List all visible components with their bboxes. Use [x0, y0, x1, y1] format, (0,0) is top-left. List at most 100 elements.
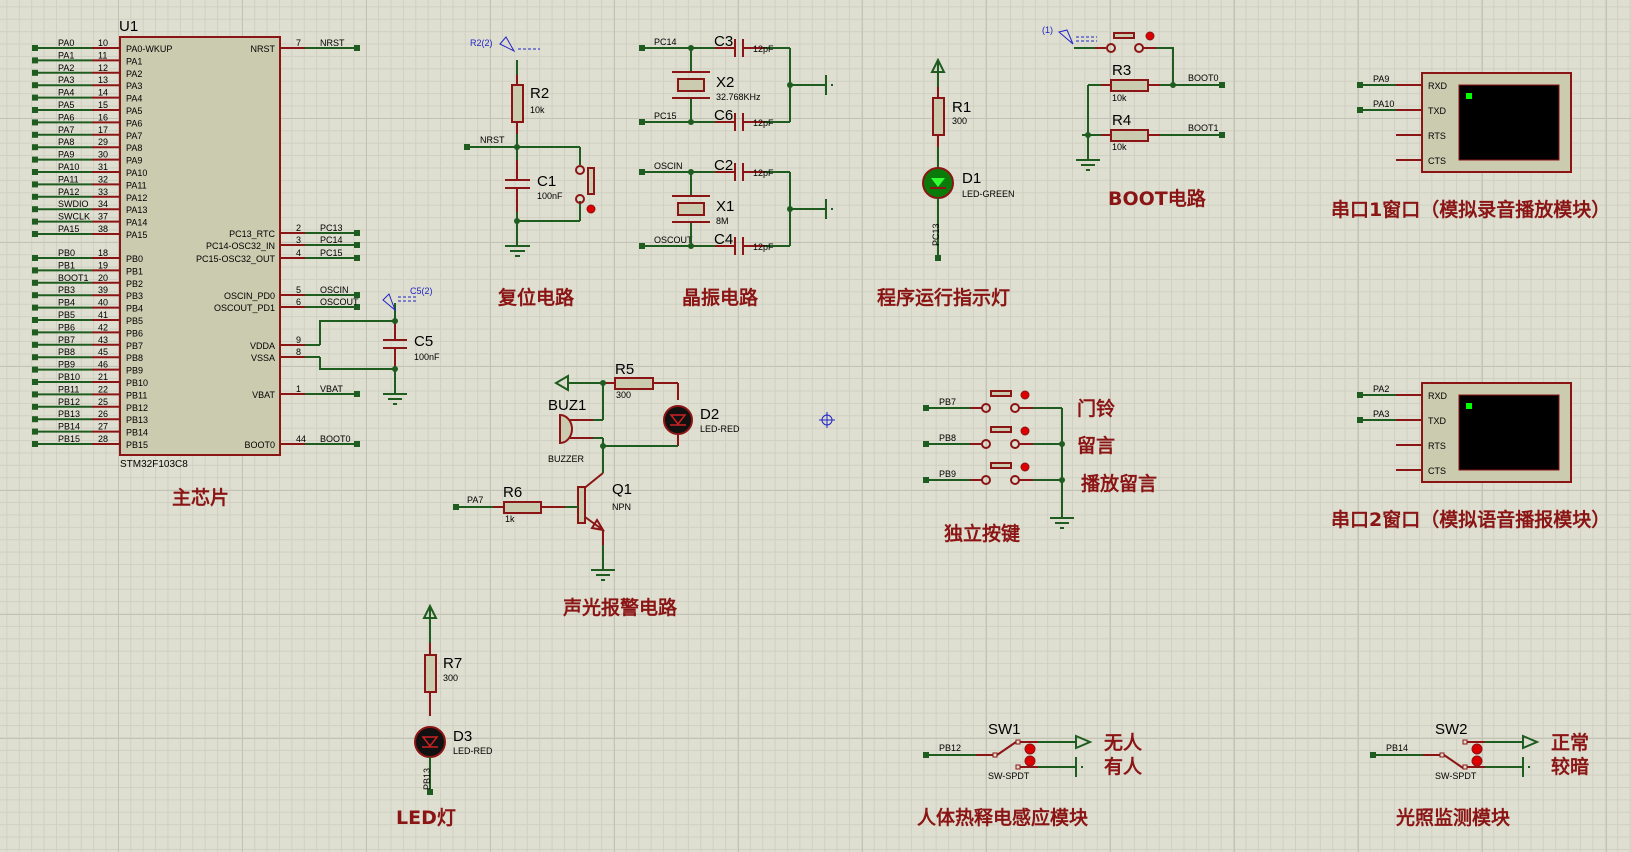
key-button[interactable]	[981, 439, 991, 449]
reset-button[interactable]	[575, 165, 585, 175]
pin-terminal[interactable]	[32, 107, 38, 113]
pin-terminal[interactable]	[354, 242, 360, 248]
pin-terminal[interactable]	[32, 181, 38, 188]
pin-terminal[interactable]	[32, 341, 38, 348]
switch-lever[interactable]	[996, 741, 1017, 756]
pin-terminal[interactable]	[354, 230, 360, 236]
pb13-label: PB13	[422, 768, 432, 790]
pin-terminal[interactable]	[32, 231, 38, 237]
pin-terminal[interactable]	[32, 267, 38, 274]
led-red-icon	[414, 726, 446, 758]
pin-terminal[interactable]	[354, 255, 360, 261]
terminal-pin-label: CTS	[1428, 156, 1446, 166]
pin-terminal[interactable]	[32, 441, 38, 447]
r3-body	[1110, 79, 1149, 92]
power-icon	[1075, 734, 1093, 750]
pin-terminal[interactable]	[32, 193, 38, 200]
pin-terminal[interactable]	[32, 329, 38, 336]
net-terminal[interactable]	[923, 441, 929, 447]
net-terminal[interactable]	[923, 477, 929, 483]
net-terminal[interactable]	[1370, 752, 1376, 758]
pin-number: 6	[296, 297, 301, 307]
pin-terminal[interactable]	[32, 379, 38, 385]
net-terminal[interactable]	[639, 169, 645, 175]
pin-terminal[interactable]	[354, 292, 360, 298]
pin-terminal[interactable]	[32, 169, 38, 175]
terminal-pin-label: RXD	[1428, 391, 1448, 401]
terminal-screen[interactable]	[1458, 394, 1560, 471]
q1-ref: Q1	[612, 481, 632, 498]
pin-terminal[interactable]	[32, 416, 38, 423]
pin-terminal[interactable]	[354, 45, 360, 51]
ground-icon	[1076, 159, 1100, 171]
net-terminal[interactable]	[639, 119, 645, 125]
net-terminal[interactable]	[639, 243, 645, 249]
d1-ref: D1	[962, 170, 981, 187]
r3-ref: R3	[1112, 62, 1131, 79]
key-button[interactable]	[981, 475, 991, 485]
boot-button[interactable]	[1106, 43, 1116, 53]
pin-number: 1	[296, 384, 301, 394]
r6-body	[503, 501, 542, 514]
net-terminal[interactable]	[639, 45, 645, 51]
mcu-title: 主芯片	[172, 486, 229, 509]
pin-terminal[interactable]	[32, 317, 38, 323]
terminal-screen[interactable]	[1458, 84, 1560, 161]
pin-terminal[interactable]	[32, 144, 38, 151]
switch-up-icon[interactable]	[1024, 743, 1036, 755]
pin-terminal[interactable]	[32, 206, 38, 213]
net-terminal[interactable]	[1357, 417, 1363, 423]
pin-terminal[interactable]	[354, 304, 360, 310]
pin-terminal[interactable]	[32, 354, 38, 361]
pin-terminal[interactable]	[32, 403, 38, 410]
pin-terminal[interactable]	[354, 391, 360, 397]
cap-ref: C3	[714, 33, 733, 50]
pin-terminal[interactable]	[32, 156, 38, 163]
pin-net-label: PA3	[58, 75, 74, 85]
switch-down-icon[interactable]	[1024, 755, 1036, 767]
net-terminal[interactable]	[923, 405, 929, 411]
pin-terminal[interactable]	[32, 366, 38, 373]
switch-down-icon[interactable]	[1471, 755, 1483, 767]
pin-terminal[interactable]	[32, 57, 38, 64]
r7-value: 300	[443, 673, 458, 683]
net-terminal[interactable]	[1357, 392, 1363, 398]
switch-lever[interactable]	[1443, 754, 1464, 769]
switch-up-icon[interactable]	[1471, 743, 1483, 755]
pin-number: 17	[98, 125, 108, 135]
key-function-label: 门铃	[1077, 397, 1115, 420]
boot-title: BOOT电路	[1108, 187, 1207, 210]
pin-terminal[interactable]	[32, 391, 38, 398]
pin-terminal[interactable]	[32, 279, 38, 286]
r1-value: 300	[952, 116, 967, 126]
pin-terminal[interactable]	[32, 119, 38, 126]
net-terminal[interactable]	[1357, 82, 1363, 88]
pin-terminal[interactable]	[32, 255, 38, 261]
key-state-icon	[1020, 426, 1030, 436]
pin-terminal[interactable]	[32, 428, 38, 435]
mcu-body[interactable]	[119, 36, 281, 456]
cap-value: 12pF	[753, 242, 774, 252]
pin-terminal[interactable]	[32, 131, 38, 138]
key-button[interactable]	[981, 403, 991, 413]
net-terminal[interactable]	[923, 752, 929, 758]
pa7-label: PA7	[467, 495, 483, 505]
pin-terminal[interactable]	[32, 94, 38, 101]
pin-number: 37	[98, 212, 108, 222]
pin-terminal[interactable]	[32, 69, 38, 76]
key-contact	[1010, 403, 1020, 413]
net-terminal[interactable]	[1357, 107, 1363, 113]
pin-terminal[interactable]	[32, 304, 38, 311]
pin-terminal[interactable]	[32, 82, 38, 89]
crystal-icon	[677, 78, 705, 92]
pin-terminal[interactable]	[32, 218, 38, 225]
pin-terminal[interactable]	[354, 441, 360, 447]
pin-number: 46	[98, 360, 108, 370]
pin-terminal[interactable]	[32, 45, 38, 51]
pin-terminal[interactable]	[32, 292, 38, 299]
